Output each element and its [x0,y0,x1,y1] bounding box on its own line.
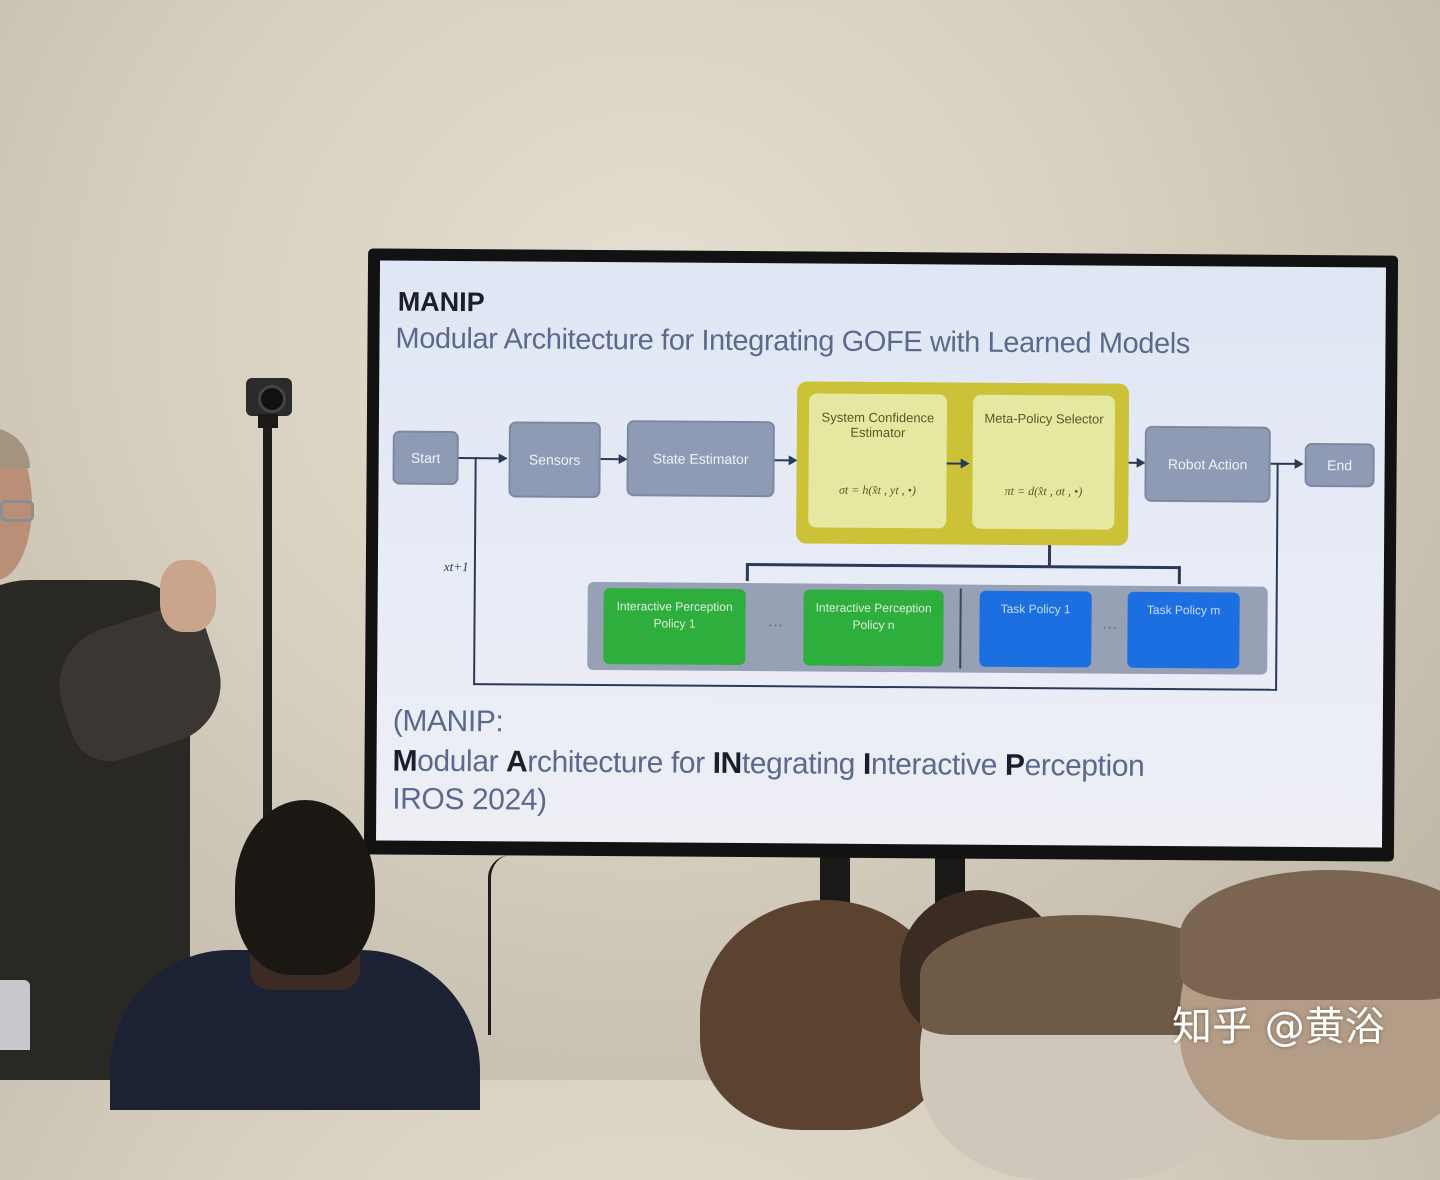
feedback-line [473,683,1278,691]
laptop [0,980,30,1050]
audience-member-hair [1180,870,1440,1000]
feedback-label: xt+1 [443,558,469,575]
start-label: Start [410,449,441,466]
meta-policy-label: Meta-Policy Selector [984,410,1104,427]
system-confidence-node: System Confidence Estimator σt = h(x̂t ,… [808,393,948,529]
tv-display: MANIP Modular Architecture for Integrati… [363,248,1399,862]
presenter-hair [0,428,30,468]
footer-cap: IN [712,746,742,781]
task-policy-1: Task Policy 1 [979,590,1092,668]
presenter-hand [160,560,216,632]
state-estimator-label: State Estimator [652,450,749,468]
bracket-line [745,563,749,582]
policy-panel: Interactive Perception Policy 1 … Intera… [587,581,1268,675]
cable [488,855,511,1035]
slide-screen: MANIP Modular Architecture for Integrati… [375,260,1387,848]
meta-policy-node: Meta-Policy Selector πt = d(x̂t , σt , •… [972,394,1116,530]
state-estimator-node: State Estimator [626,420,775,498]
flow-arrow [960,458,970,469]
footer-cap: P [1004,748,1025,783]
confidence-selector-group: System Confidence Estimator σt = h(x̂t ,… [796,381,1130,546]
end-node: End [1304,442,1375,488]
policy-divider [959,588,962,669]
footer-line-2: Modular Architecture for INtegrating Int… [392,745,1144,784]
presenter-glasses [0,500,34,522]
slide-subtitle: Modular Architecture for Integrating GOF… [395,322,1191,361]
robot-action-node: Robot Action [1144,425,1271,503]
policy-label: Task Policy m [1146,602,1221,618]
bracket-line [1047,545,1052,568]
footer-cap: M [392,744,418,778]
bracket-line [745,563,1180,570]
start-node: Start [392,430,459,486]
robot-action-label: Robot Action [1167,456,1248,473]
footer-line-3: IROS 2024) [392,782,547,817]
interactive-perception-policy-n: Interactive Perception Policy n [803,589,944,667]
audience-member-head [235,800,375,975]
meta-policy-equation: πt = d(x̂t , σt , •) [1004,483,1083,499]
footer-word: erception [1024,749,1145,783]
slide-title: MANIP [397,286,485,318]
tripod-pole [263,420,272,840]
footer-cap: A [505,745,528,779]
sensors-label: Sensors [528,451,581,468]
task-policy-m: Task Policy m [1127,591,1240,669]
ellipsis: … [1101,615,1118,633]
footer-word: nteractive [870,747,1006,782]
footer-line-1: (MANIP: [392,704,504,739]
policy-label: Interactive Perception Policy 1 [616,599,733,631]
footer-word: rchitecture for [527,745,713,780]
policy-label: Task Policy 1 [1000,601,1071,617]
flow-line [458,457,503,460]
policy-label: Interactive Perception Policy n [815,600,932,633]
feedback-line [1275,462,1279,691]
footer-word: tegrating [741,747,864,781]
watermark: 知乎 @黄浴 [1172,1004,1385,1050]
sensors-node: Sensors [508,421,601,499]
feedback-line [473,457,477,686]
camera-mount [258,414,278,428]
end-label: End [1327,457,1353,474]
flow-arrow [1294,458,1304,469]
bracket-line [1177,566,1181,585]
footer-word: odular [417,744,507,779]
flow-arrow [498,453,508,464]
ellipsis: … [767,613,784,631]
system-confidence-label: System Confidence Estimator [821,409,935,441]
system-confidence-equation: σt = h(x̂t , yt , •) [838,482,916,498]
interactive-perception-policy-1: Interactive Perception Policy 1 [603,588,746,666]
camera-lens [258,385,286,413]
